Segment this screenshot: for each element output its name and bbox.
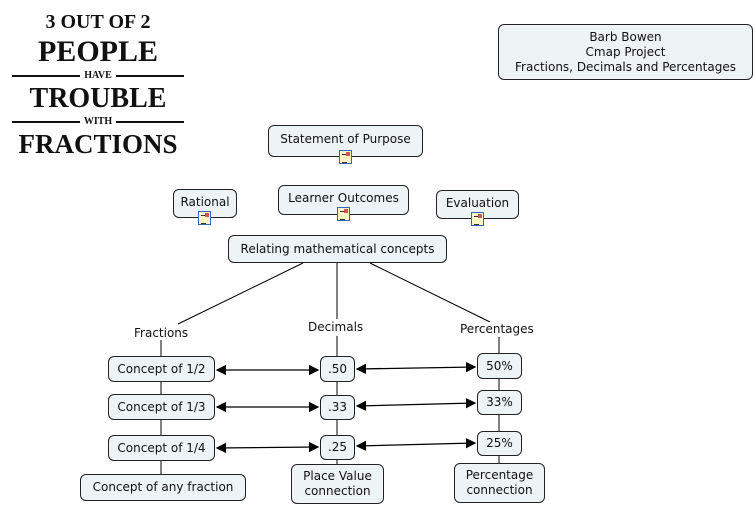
node-percent-50[interactable]: 50%	[477, 353, 522, 379]
author-info-box[interactable]: Barb Bowen Cmap Project Fractions, Decim…	[498, 24, 753, 80]
logo-line: PEOPLE	[37, 35, 158, 68]
node-label: 50%	[486, 358, 513, 373]
node-label: Percentage connection	[465, 468, 534, 497]
document-resource-icon[interactable]	[198, 211, 211, 225]
node-label: Rational	[180, 195, 230, 209]
project-topic: Fractions, Decimals and Percentages	[515, 59, 736, 74]
logo-line: FRACTIONS	[18, 128, 178, 159]
logo-line: TROUBLE	[29, 83, 167, 114]
link-label-decimals: Decimals	[306, 320, 366, 334]
node-place-value-connection[interactable]: Place Value connection	[291, 464, 384, 504]
link-label-percentages: Percentages	[458, 322, 536, 336]
node-label: Place Value connection	[303, 469, 372, 498]
node-label: Relating mathematical concepts	[240, 241, 435, 256]
node-decimal-25[interactable]: .25	[320, 435, 355, 460]
document-resource-icon[interactable]	[471, 212, 484, 226]
node-decimal-33[interactable]: .33	[320, 395, 355, 420]
node-label: Concept of any fraction	[92, 480, 234, 494]
node-label: Statement of Purpose	[280, 132, 411, 146]
node-label: 25%	[486, 436, 513, 450]
node-percent-25[interactable]: 25%	[477, 431, 522, 456]
node-percentage-connection[interactable]: Percentage connection	[454, 463, 545, 503]
link-label-fractions: Fractions	[132, 326, 191, 340]
node-label: .33	[327, 400, 348, 414]
project-name: Cmap Project	[585, 44, 666, 59]
document-resource-icon[interactable]	[339, 150, 352, 164]
logo-line: 3 OUT OF 2	[45, 11, 151, 33]
logo-line: WITH	[12, 116, 184, 128]
node-label: Evaluation	[445, 196, 510, 210]
node-decimal-50[interactable]: .50	[320, 356, 355, 382]
node-label: 33%	[486, 395, 513, 409]
node-relating-concepts[interactable]: Relating mathematical concepts	[228, 235, 447, 263]
node-label: Concept of 1/3	[117, 399, 206, 414]
node-label: Concept of 1/4	[117, 440, 206, 455]
author-name: Barb Bowen	[589, 29, 662, 44]
node-label: Concept of 1/2	[117, 361, 206, 376]
logo-line: HAVE	[12, 70, 184, 82]
node-label: Learner Outcomes	[288, 191, 399, 205]
node-concept-any-fraction[interactable]: Concept of any fraction	[80, 474, 246, 501]
node-concept-quarter[interactable]: Concept of 1/4	[108, 435, 215, 461]
logo-fractions-quote: 3 OUT OF 2 PEOPLE HAVE TROUBLE WITH FRAC…	[12, 10, 184, 160]
node-percent-33[interactable]: 33%	[477, 390, 522, 415]
node-concept-half[interactable]: Concept of 1/2	[108, 356, 215, 382]
node-label: .25	[327, 440, 348, 454]
document-resource-icon[interactable]	[337, 207, 350, 221]
node-concept-third[interactable]: Concept of 1/3	[108, 394, 215, 420]
node-label: .50	[327, 361, 348, 376]
